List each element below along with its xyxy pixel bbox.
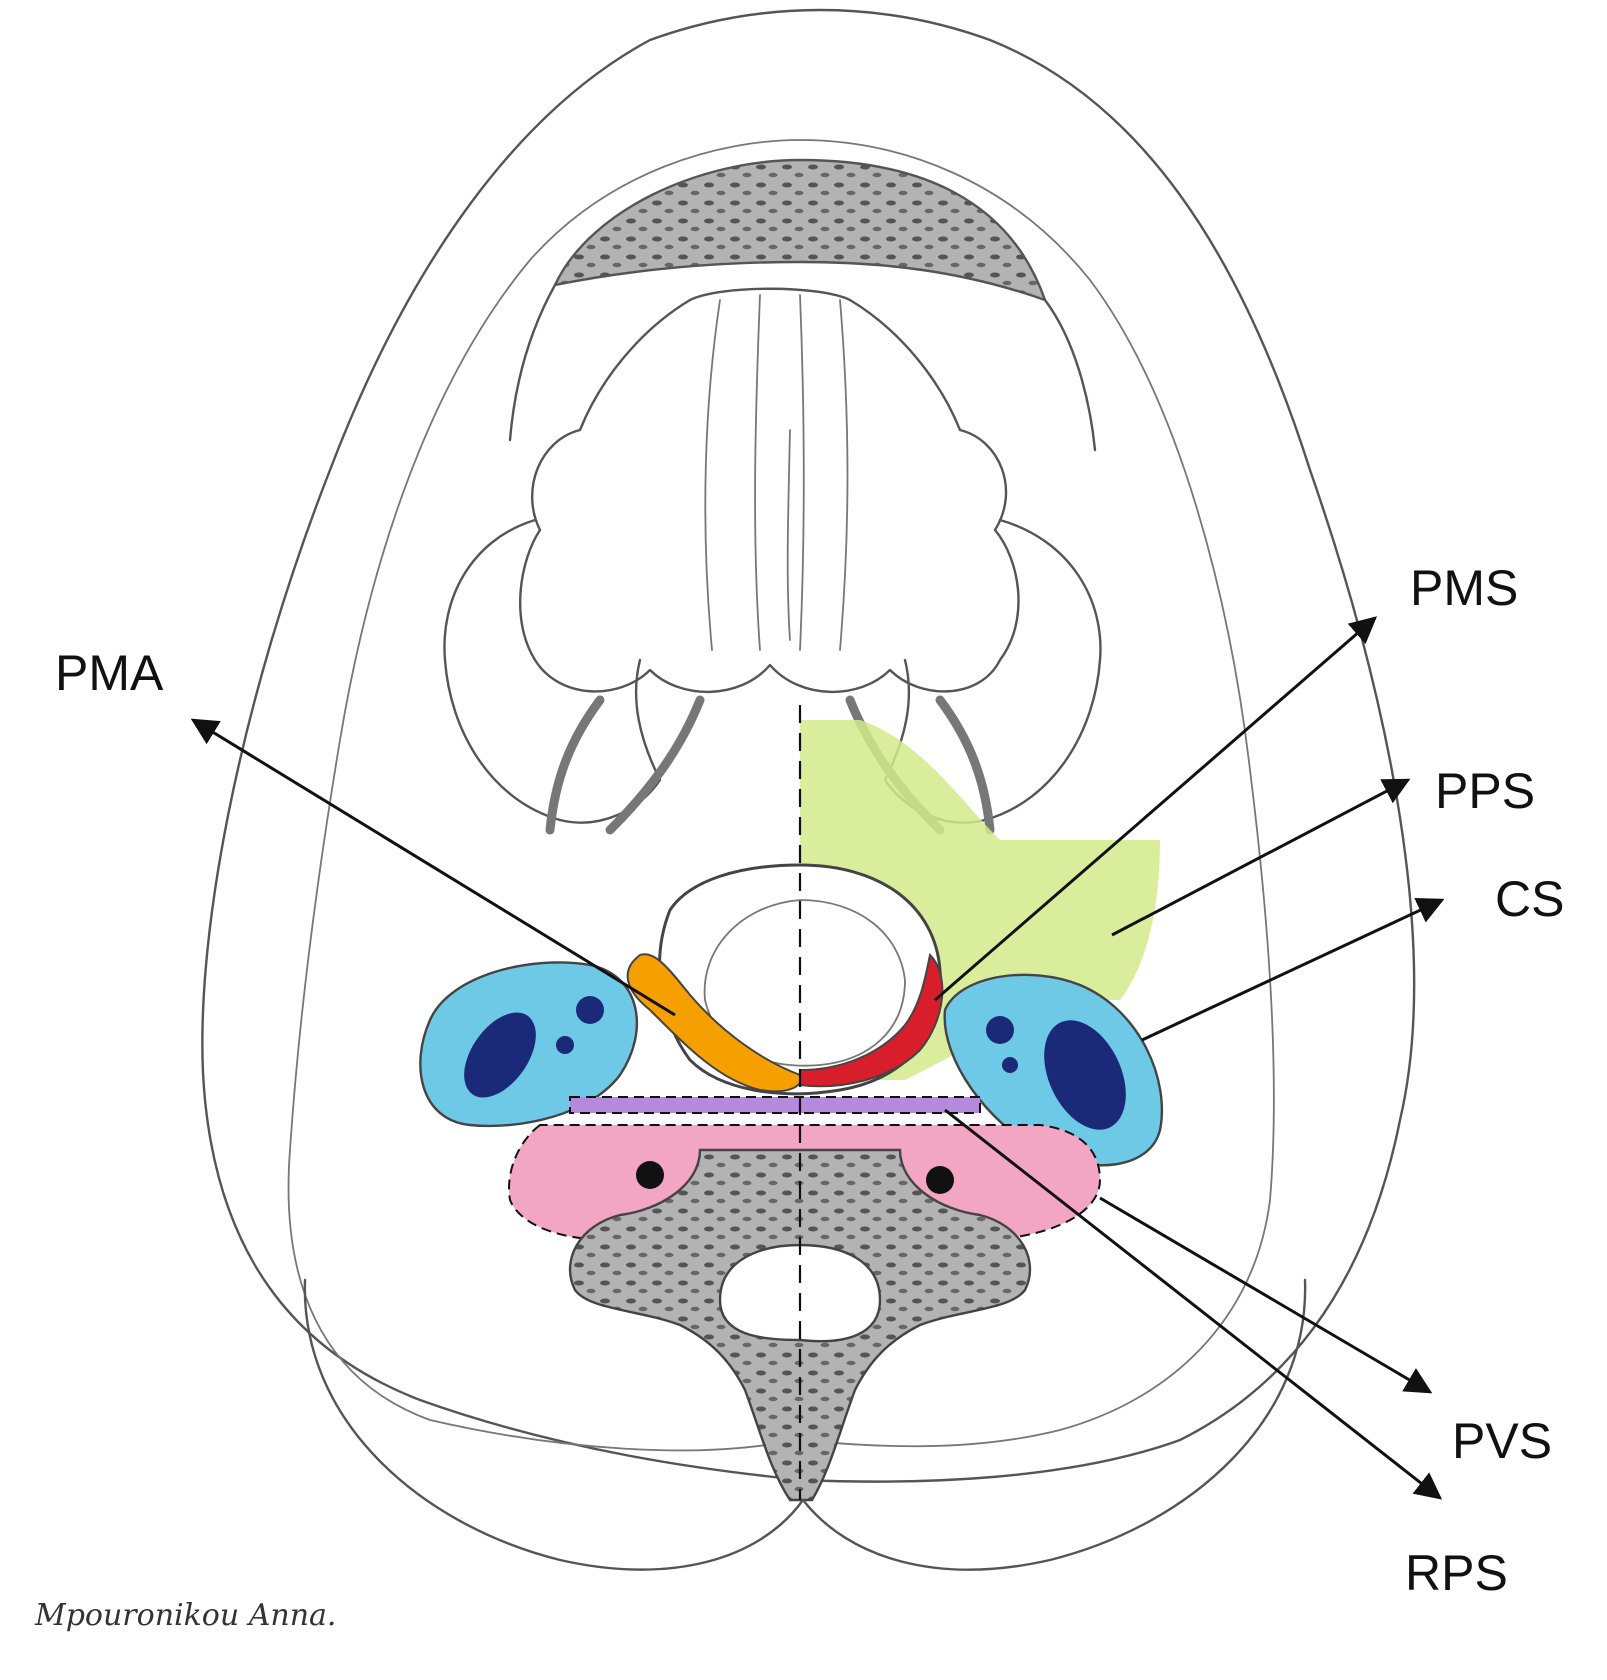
label-pms: PMS [1410,560,1518,616]
right-vertebral-foramen [926,1166,954,1194]
label-pma: PMA [55,645,164,701]
left-lateral-lobes [443,518,662,824]
arrow-pms [934,616,1378,1002]
artist-signature: Mpouronikou Anna. [34,1598,336,1633]
arrow-pps [1111,778,1411,937]
left-pterygoid-strokes [545,695,705,835]
posterior-neck-outline [303,1278,1307,1571]
arrow-pvs [1099,1196,1433,1394]
pma-region [626,953,802,1093]
rps-band [569,1096,981,1114]
arrow-rps [944,1108,1443,1500]
left-carotid-space [419,961,639,1128]
label-cs: CS [1495,871,1564,927]
outer-neck-outline [201,8,1416,1483]
inner-neck-outline [287,139,1275,1452]
pharynx-inner [703,899,906,1067]
tongue-folds [704,294,849,651]
label-pvs: PVS [1452,1413,1552,1469]
arrow-cs [1141,898,1445,1042]
label-rps: RPS [1405,1545,1508,1601]
right-carotid-space [943,973,1164,1167]
label-pps: PPS [1435,763,1535,819]
left-vertebral-foramen [636,1161,664,1189]
mandible-rim [508,283,1097,452]
mandible-bone [552,158,1047,302]
tongue-lobes [519,287,1020,694]
arrow-pma [190,718,676,1017]
